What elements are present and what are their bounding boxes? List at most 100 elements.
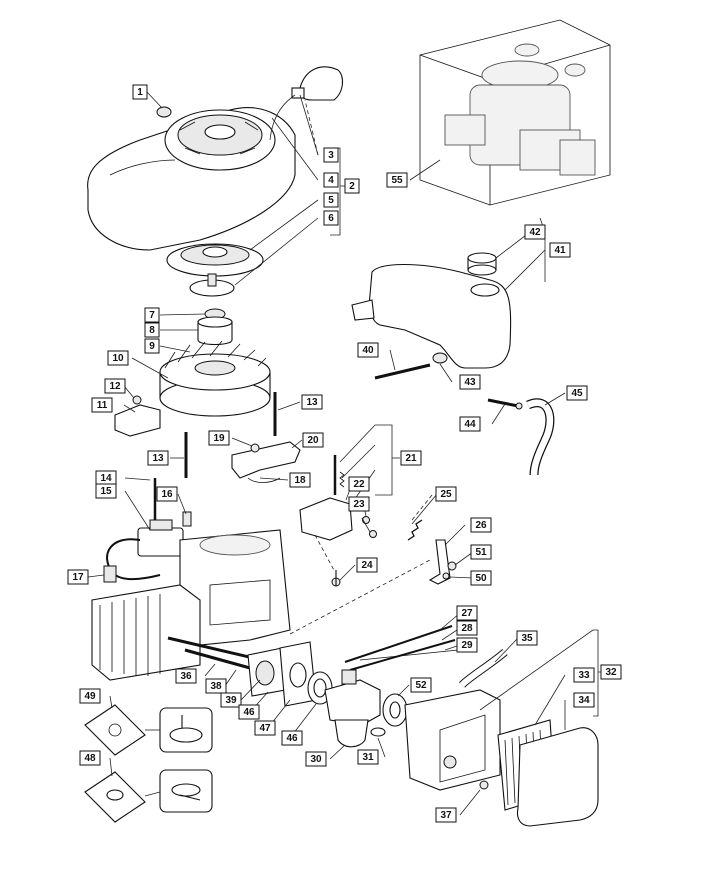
callout-18[interactable]: 18: [289, 472, 311, 488]
bolt-40[interactable]: [374, 363, 431, 380]
spark-plug-lead[interactable]: [103, 538, 161, 583]
starter-cup[interactable]: [197, 316, 233, 346]
gasket-52[interactable]: [382, 693, 408, 727]
callout-28[interactable]: 28: [456, 620, 478, 636]
callout-48[interactable]: 48: [79, 750, 101, 766]
callout-46[interactable]: 46: [238, 704, 260, 720]
callout-2[interactable]: 2: [344, 178, 360, 194]
callout-50[interactable]: 50: [470, 570, 492, 586]
callout-11[interactable]: 11: [91, 397, 113, 413]
callout-15[interactable]: 15: [95, 483, 117, 499]
ignition-shield[interactable]: [114, 404, 161, 437]
fuel-tank[interactable]: [351, 263, 512, 369]
callout-4[interactable]: 4: [323, 172, 339, 188]
callout-23[interactable]: 23: [348, 496, 370, 512]
callout-55[interactable]: 55: [386, 172, 408, 188]
callout-32[interactable]: 32: [600, 664, 622, 680]
governor-bracket[interactable]: [299, 455, 353, 541]
callout-24[interactable]: 24: [356, 557, 378, 573]
bushing-43[interactable]: [432, 352, 448, 364]
callout-number: 12: [109, 381, 121, 392]
callout-12[interactable]: 12: [104, 378, 126, 394]
callout-16[interactable]: 16: [156, 486, 178, 502]
callout-box: [91, 397, 113, 413]
callout-13b[interactable]: 13: [147, 450, 169, 466]
long-studs[interactable]: [167, 636, 263, 670]
fuel-line-fitting[interactable]: [487, 398, 523, 410]
callout-31[interactable]: 31: [357, 749, 379, 765]
screw-16[interactable]: [182, 511, 192, 527]
starter-pulley[interactable]: [166, 243, 264, 277]
callout-39[interactable]: 39: [220, 692, 242, 708]
callout-40[interactable]: 40: [357, 342, 379, 358]
callout-17[interactable]: 17: [67, 569, 89, 585]
recoil-starter-housing[interactable]: [87, 107, 296, 251]
callout-5[interactable]: 5: [323, 192, 339, 208]
fuel-hose[interactable]: [526, 398, 555, 476]
washer-51[interactable]: [447, 561, 457, 571]
governor-spring[interactable]: [407, 519, 423, 541]
nut-part[interactable]: [156, 106, 172, 118]
screw-12[interactable]: [132, 395, 142, 405]
gasket-47[interactable]: [279, 641, 317, 707]
breather-hose[interactable]: [458, 648, 508, 688]
pawl-plate[interactable]: [189, 273, 235, 297]
air-filter-cover[interactable]: [516, 727, 599, 827]
screw-24[interactable]: [331, 570, 341, 587]
engine-assembly-box[interactable]: [419, 19, 611, 206]
callout-10[interactable]: 10: [107, 350, 129, 366]
callout-34[interactable]: 34: [573, 692, 595, 708]
callout-33[interactable]: 33: [573, 667, 595, 683]
brake-bracket[interactable]: [231, 441, 301, 483]
air-filter-base[interactable]: [404, 689, 501, 791]
callout-38[interactable]: 38: [205, 678, 227, 694]
callout-21[interactable]: 21: [400, 450, 422, 466]
callout-1[interactable]: 1: [132, 84, 148, 100]
callout-29[interactable]: 29: [456, 637, 478, 653]
starter-handle[interactable]: [291, 66, 343, 101]
callout-30[interactable]: 30: [305, 751, 327, 767]
callout-number: 46: [286, 733, 298, 744]
screw-37[interactable]: [479, 780, 489, 790]
callout-27[interactable]: 27: [456, 605, 478, 621]
callout-44[interactable]: 44: [459, 416, 481, 432]
carburetor[interactable]: [324, 669, 381, 748]
callout-14[interactable]: 14: [95, 470, 117, 486]
throttle-rods[interactable]: [344, 625, 459, 671]
callout-9[interactable]: 9: [144, 338, 160, 354]
callout-8[interactable]: 8: [144, 322, 160, 338]
callout-26[interactable]: 26: [470, 517, 492, 533]
screw-22-23[interactable]: [362, 516, 377, 538]
callout-35[interactable]: 35: [516, 630, 538, 646]
clamp-kit-48[interactable]: [84, 769, 213, 823]
callout-47[interactable]: 47: [254, 720, 276, 736]
callout-13[interactable]: 13: [301, 394, 323, 410]
callout-7[interactable]: 7: [144, 307, 160, 323]
callout-37[interactable]: 37: [435, 807, 457, 823]
engine-block[interactable]: [91, 529, 291, 681]
o-ring-31[interactable]: [370, 727, 386, 737]
callout-42[interactable]: 42: [524, 224, 546, 240]
callout-46b[interactable]: 46: [281, 730, 303, 746]
callout-6[interactable]: 6: [323, 210, 339, 226]
ignition-coil[interactable]: [137, 478, 184, 557]
callout-box: [220, 692, 242, 708]
callout-3[interactable]: 3: [323, 147, 339, 163]
gasket-kit-49[interactable]: [84, 704, 213, 756]
callout-25[interactable]: 25: [435, 486, 457, 502]
callout-52[interactable]: 52: [410, 677, 432, 693]
callout-41[interactable]: 41: [549, 242, 571, 258]
fuel-cap[interactable]: [467, 252, 497, 276]
callout-20[interactable]: 20: [302, 432, 324, 448]
callout-43[interactable]: 43: [459, 374, 481, 390]
callout-51[interactable]: 51: [470, 544, 492, 560]
clip-50[interactable]: [442, 572, 450, 580]
callout-22[interactable]: 22: [348, 476, 370, 492]
callout-box: [289, 472, 311, 488]
callout-36[interactable]: 36: [175, 668, 197, 684]
callout-45[interactable]: 45: [566, 385, 588, 401]
callout-49[interactable]: 49: [79, 688, 101, 704]
intake-spacer[interactable]: [247, 647, 286, 697]
callout-19[interactable]: 19: [208, 430, 230, 446]
flywheel[interactable]: [159, 340, 271, 417]
